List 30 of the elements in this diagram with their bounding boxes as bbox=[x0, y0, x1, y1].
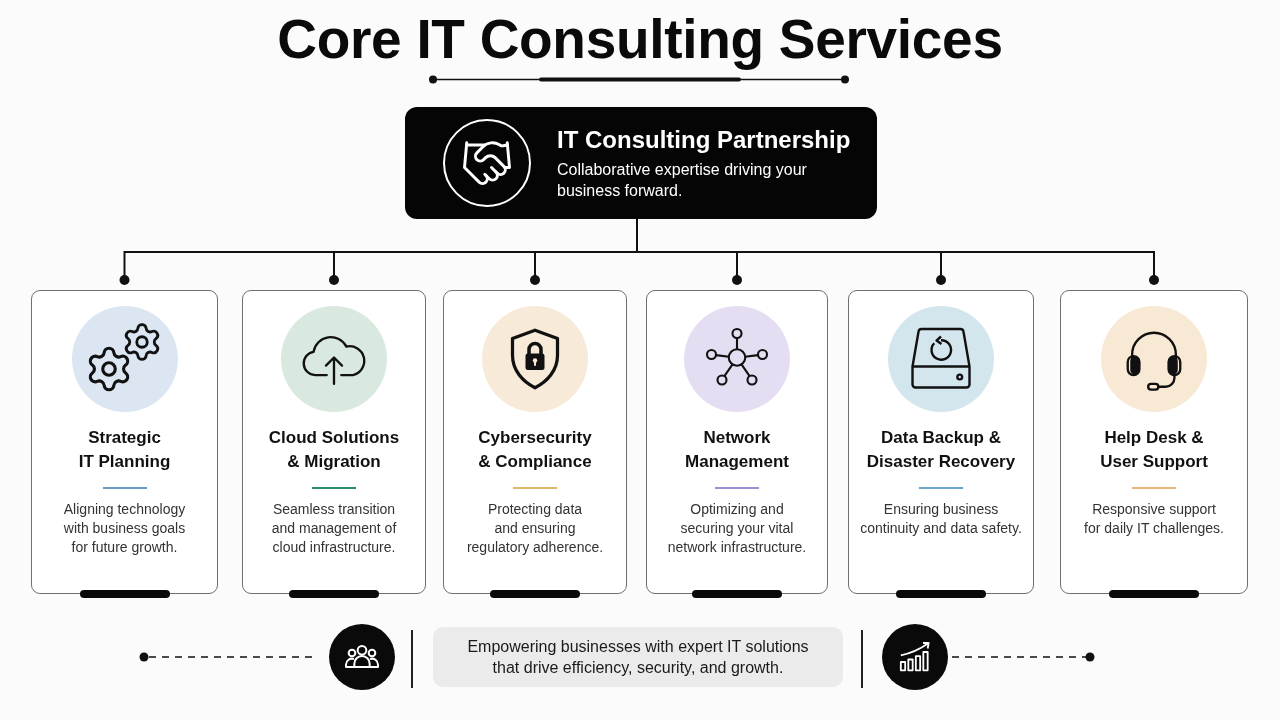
card-description: Protecting data and ensuring regulatory adherence. bbox=[465, 500, 605, 557]
service-card bbox=[443, 290, 627, 594]
tagline-text: Empowering businesses with expert IT solutions that drive efficiency, security, and growth. bbox=[466, 637, 810, 678]
page-title: Core IT Consulting Services bbox=[277, 8, 1003, 70]
hero-banner bbox=[405, 107, 877, 219]
hero-subtitle: Collaborative expertise driving your business forward. bbox=[557, 160, 808, 201]
connector-line bbox=[732, 250, 742, 285]
card-title: Data Backup & Disaster Recovery bbox=[865, 427, 1017, 473]
connector-line bbox=[329, 250, 339, 285]
card-description: Responsive support for daily IT challenges. bbox=[1083, 500, 1225, 538]
card-description: Ensuring business continuity and data safety. bbox=[859, 500, 1023, 538]
card-description: Seamless transition and management of cloud infrastructure. bbox=[270, 500, 398, 557]
service-card bbox=[646, 290, 828, 594]
service-card bbox=[242, 290, 426, 594]
service-card bbox=[1060, 290, 1248, 594]
connector-line bbox=[123, 218, 1155, 253]
card-title: Strategic IT Planning bbox=[77, 427, 172, 473]
service-card bbox=[848, 290, 1034, 594]
card-title: Cloud Solutions & Migration bbox=[267, 427, 401, 473]
connector-line bbox=[936, 250, 946, 285]
connector-line bbox=[1149, 250, 1159, 285]
hero-title: IT Consulting Partnership bbox=[557, 125, 851, 155]
card-title: Help Desk & User Support bbox=[1099, 427, 1209, 473]
connector-line bbox=[530, 250, 540, 285]
service-card bbox=[31, 290, 218, 594]
card-title: Cybersecurity & Compliance bbox=[477, 427, 593, 473]
card-description: Optimizing and securing your vital network infrastructure. bbox=[666, 500, 808, 557]
card-title: Network Management bbox=[684, 427, 790, 473]
card-description: Aligning technology with business goals for future growth. bbox=[62, 500, 187, 557]
connector-line bbox=[119, 250, 130, 285]
